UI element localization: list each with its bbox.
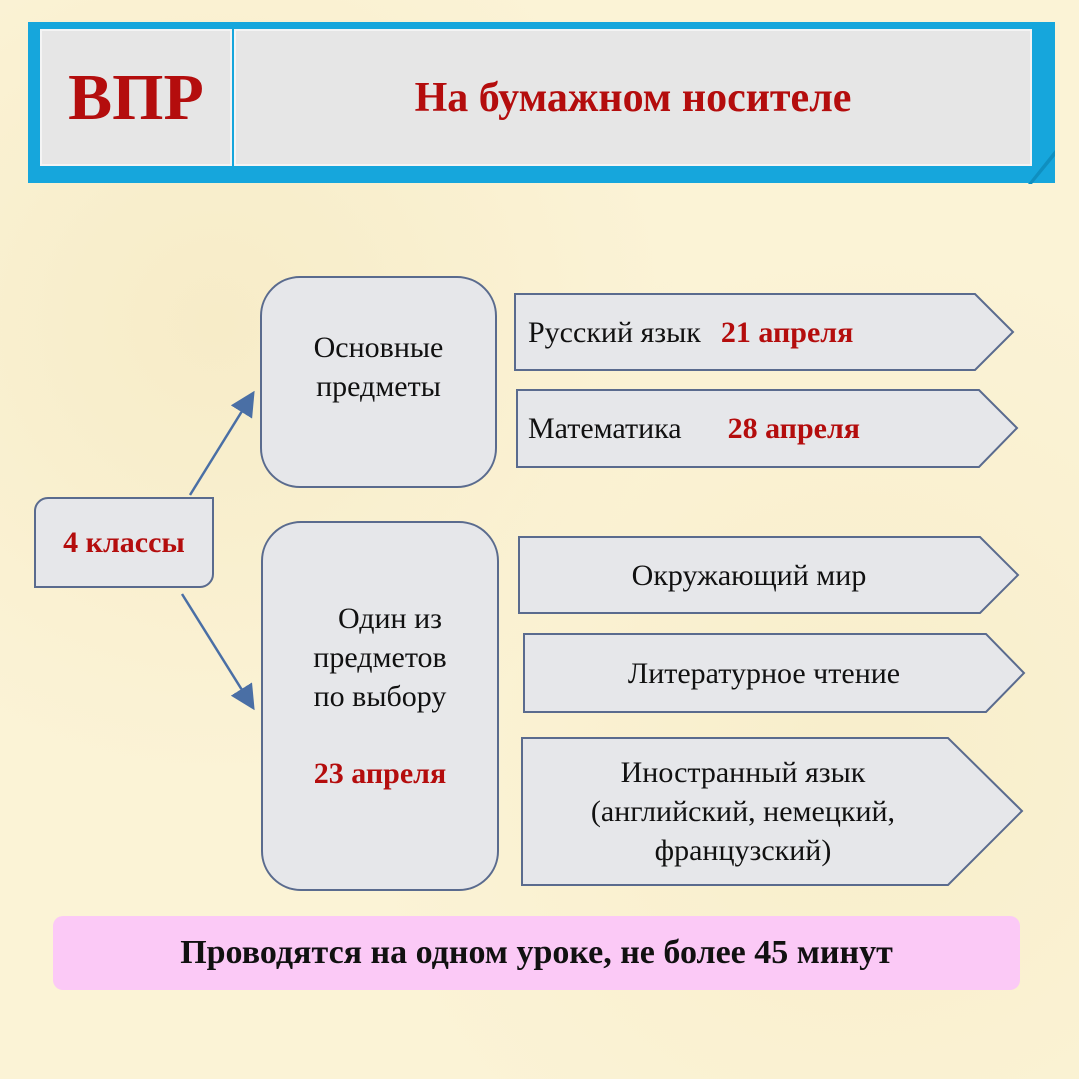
subject-shape-3	[518, 536, 1020, 614]
group-choice-line: Один из	[337, 602, 443, 635]
group-main-line: Основные	[313, 331, 444, 364]
group-choice-line: предметов	[313, 641, 447, 674]
arrow-to-choice	[180, 593, 255, 711]
subject-shape-5	[521, 737, 1024, 886]
group-choice-box: Один из предметов по выбору 23 апреля	[261, 521, 499, 891]
header-corner-fold	[1028, 150, 1055, 184]
subject-date: 28 апреля	[727, 412, 861, 445]
header-abbr: ВПР	[40, 29, 232, 166]
grade-label: 4 классы	[63, 526, 185, 559]
arrow-to-main	[188, 390, 255, 496]
subject-literature: Литературное чтение	[524, 634, 1004, 712]
group-choice-date: 23 апреля	[313, 757, 447, 790]
group-choice-line: по выбору	[313, 680, 447, 713]
subject-math: Математика 28 апреля	[528, 390, 860, 467]
group-main-box: Основные предметы	[260, 276, 497, 488]
subject-name: Литературное чтение	[627, 656, 901, 690]
subject-russian: Русский язык 21 апреля	[528, 294, 853, 370]
subject-date: 21 апреля	[720, 315, 854, 349]
footer-note: Проводятся на одном уроке, не более 45 м…	[53, 916, 1020, 990]
subject-name-line: Иностранный язык	[620, 756, 866, 789]
footer-text: Проводятся на одном уроке, не более 45 м…	[180, 934, 893, 971]
subject-name: Окружающий мир	[631, 558, 867, 592]
subject-name: Математика	[528, 412, 682, 445]
subject-name-line: (английский, немецкий,	[590, 795, 896, 828]
subject-shape-2	[516, 389, 1019, 468]
header-title: На бумажном носителе	[234, 29, 1032, 166]
subject-name-line: французский)	[654, 834, 832, 867]
subject-shape-4	[523, 633, 1026, 713]
grade-box: 4 классы	[34, 497, 214, 588]
subject-world: Окружающий мир	[519, 537, 979, 613]
subject-name: Русский язык	[528, 315, 701, 349]
group-main-line: предметы	[316, 370, 441, 403]
subject-foreign: Иностранный язык (английский, немецкий, …	[522, 738, 964, 885]
subject-shape-1	[514, 293, 1015, 371]
